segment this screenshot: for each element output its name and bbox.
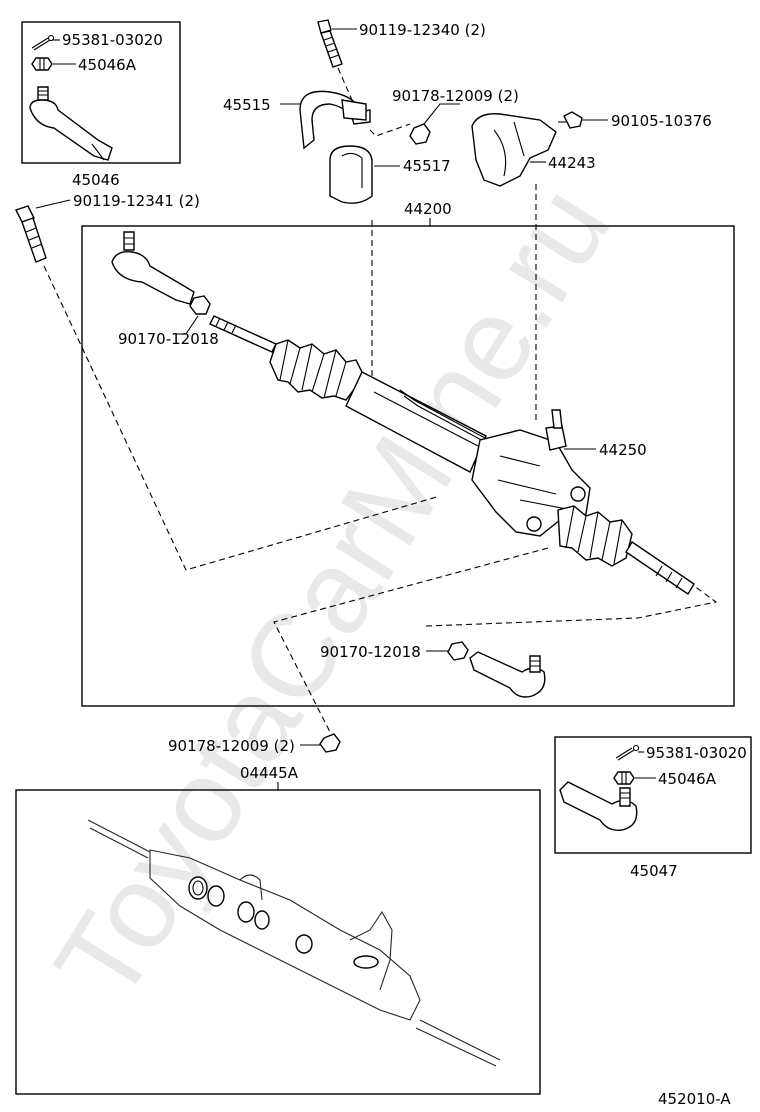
tie-rod-end-right-icon [469, 651, 546, 698]
callout-cover-44243: 44243 [548, 154, 596, 172]
bushing-icon [329, 145, 373, 204]
callout-bracket-45515: 45515 [223, 96, 271, 114]
label-04445A: 04445A [240, 764, 299, 782]
nut-icon-bottom [319, 733, 341, 753]
diagram-code: 452010-A [658, 1090, 731, 1108]
callout-nut-rh: 45046A [658, 770, 717, 788]
seal-rings-icon [188, 876, 379, 969]
lock-nut-right-icon [447, 641, 469, 661]
callout-nut-lh: 45046A [78, 56, 137, 74]
bolt-icon [317, 19, 343, 68]
callout-bolt-right: 90105-10376 [611, 112, 712, 130]
tie-rod-end-rh-box: 95381-03020 45046A 45047 [554, 736, 752, 880]
tie-rod-end-left-icon [111, 231, 195, 305]
lock-nut-left-icon [189, 295, 211, 315]
callout-nut-top: 90178-12009 (2) [392, 87, 519, 105]
label-45047: 45047 [630, 862, 678, 880]
tie-rod-end-icon-rh [559, 781, 638, 831]
watermark: ToyotaCarMine.ru [30, 164, 635, 1024]
callout-lock-nut-right: 90170-12018 [320, 643, 421, 661]
callout-nut-bottom: 90178-12009 (2) [168, 737, 295, 755]
callout-bolt-top: 90119-12340 (2) [359, 21, 486, 39]
callout-cotter-pin-lh: 95381-03020 [62, 31, 163, 49]
cotter-pin-icon-rh [615, 744, 640, 761]
cover-icon [471, 113, 557, 187]
steering-gear-box [81, 225, 735, 707]
long-bolt-icon [15, 205, 47, 263]
cotter-pin-icon [31, 34, 55, 51]
callout-valve-44250: 44250 [599, 441, 647, 459]
callout-cotter-pin-rh: 95381-03020 [646, 744, 747, 762]
rack-housing-icon [209, 315, 695, 595]
label-44200: 44200 [404, 200, 452, 218]
nut-icon-top [409, 123, 431, 145]
gasket-kit-box [15, 789, 541, 1095]
tie-rod-end-lh-box: 95381-03020 45046A 45046 [21, 21, 181, 189]
tie-rod-end-icon [29, 86, 113, 161]
callout-bushing-45517: 45517 [403, 157, 451, 175]
bracket-icon [299, 90, 371, 150]
callout-lock-nut-left: 90170-12018 [118, 330, 219, 348]
gasket-kit-rack-icon [87, 819, 501, 1067]
callout-bolt-left: 90119-12341 (2) [73, 192, 200, 210]
label-45046: 45046 [72, 171, 120, 189]
bolt-icon-right [558, 111, 583, 129]
nut-icon-rh [613, 771, 635, 785]
nut-icon [31, 57, 53, 71]
